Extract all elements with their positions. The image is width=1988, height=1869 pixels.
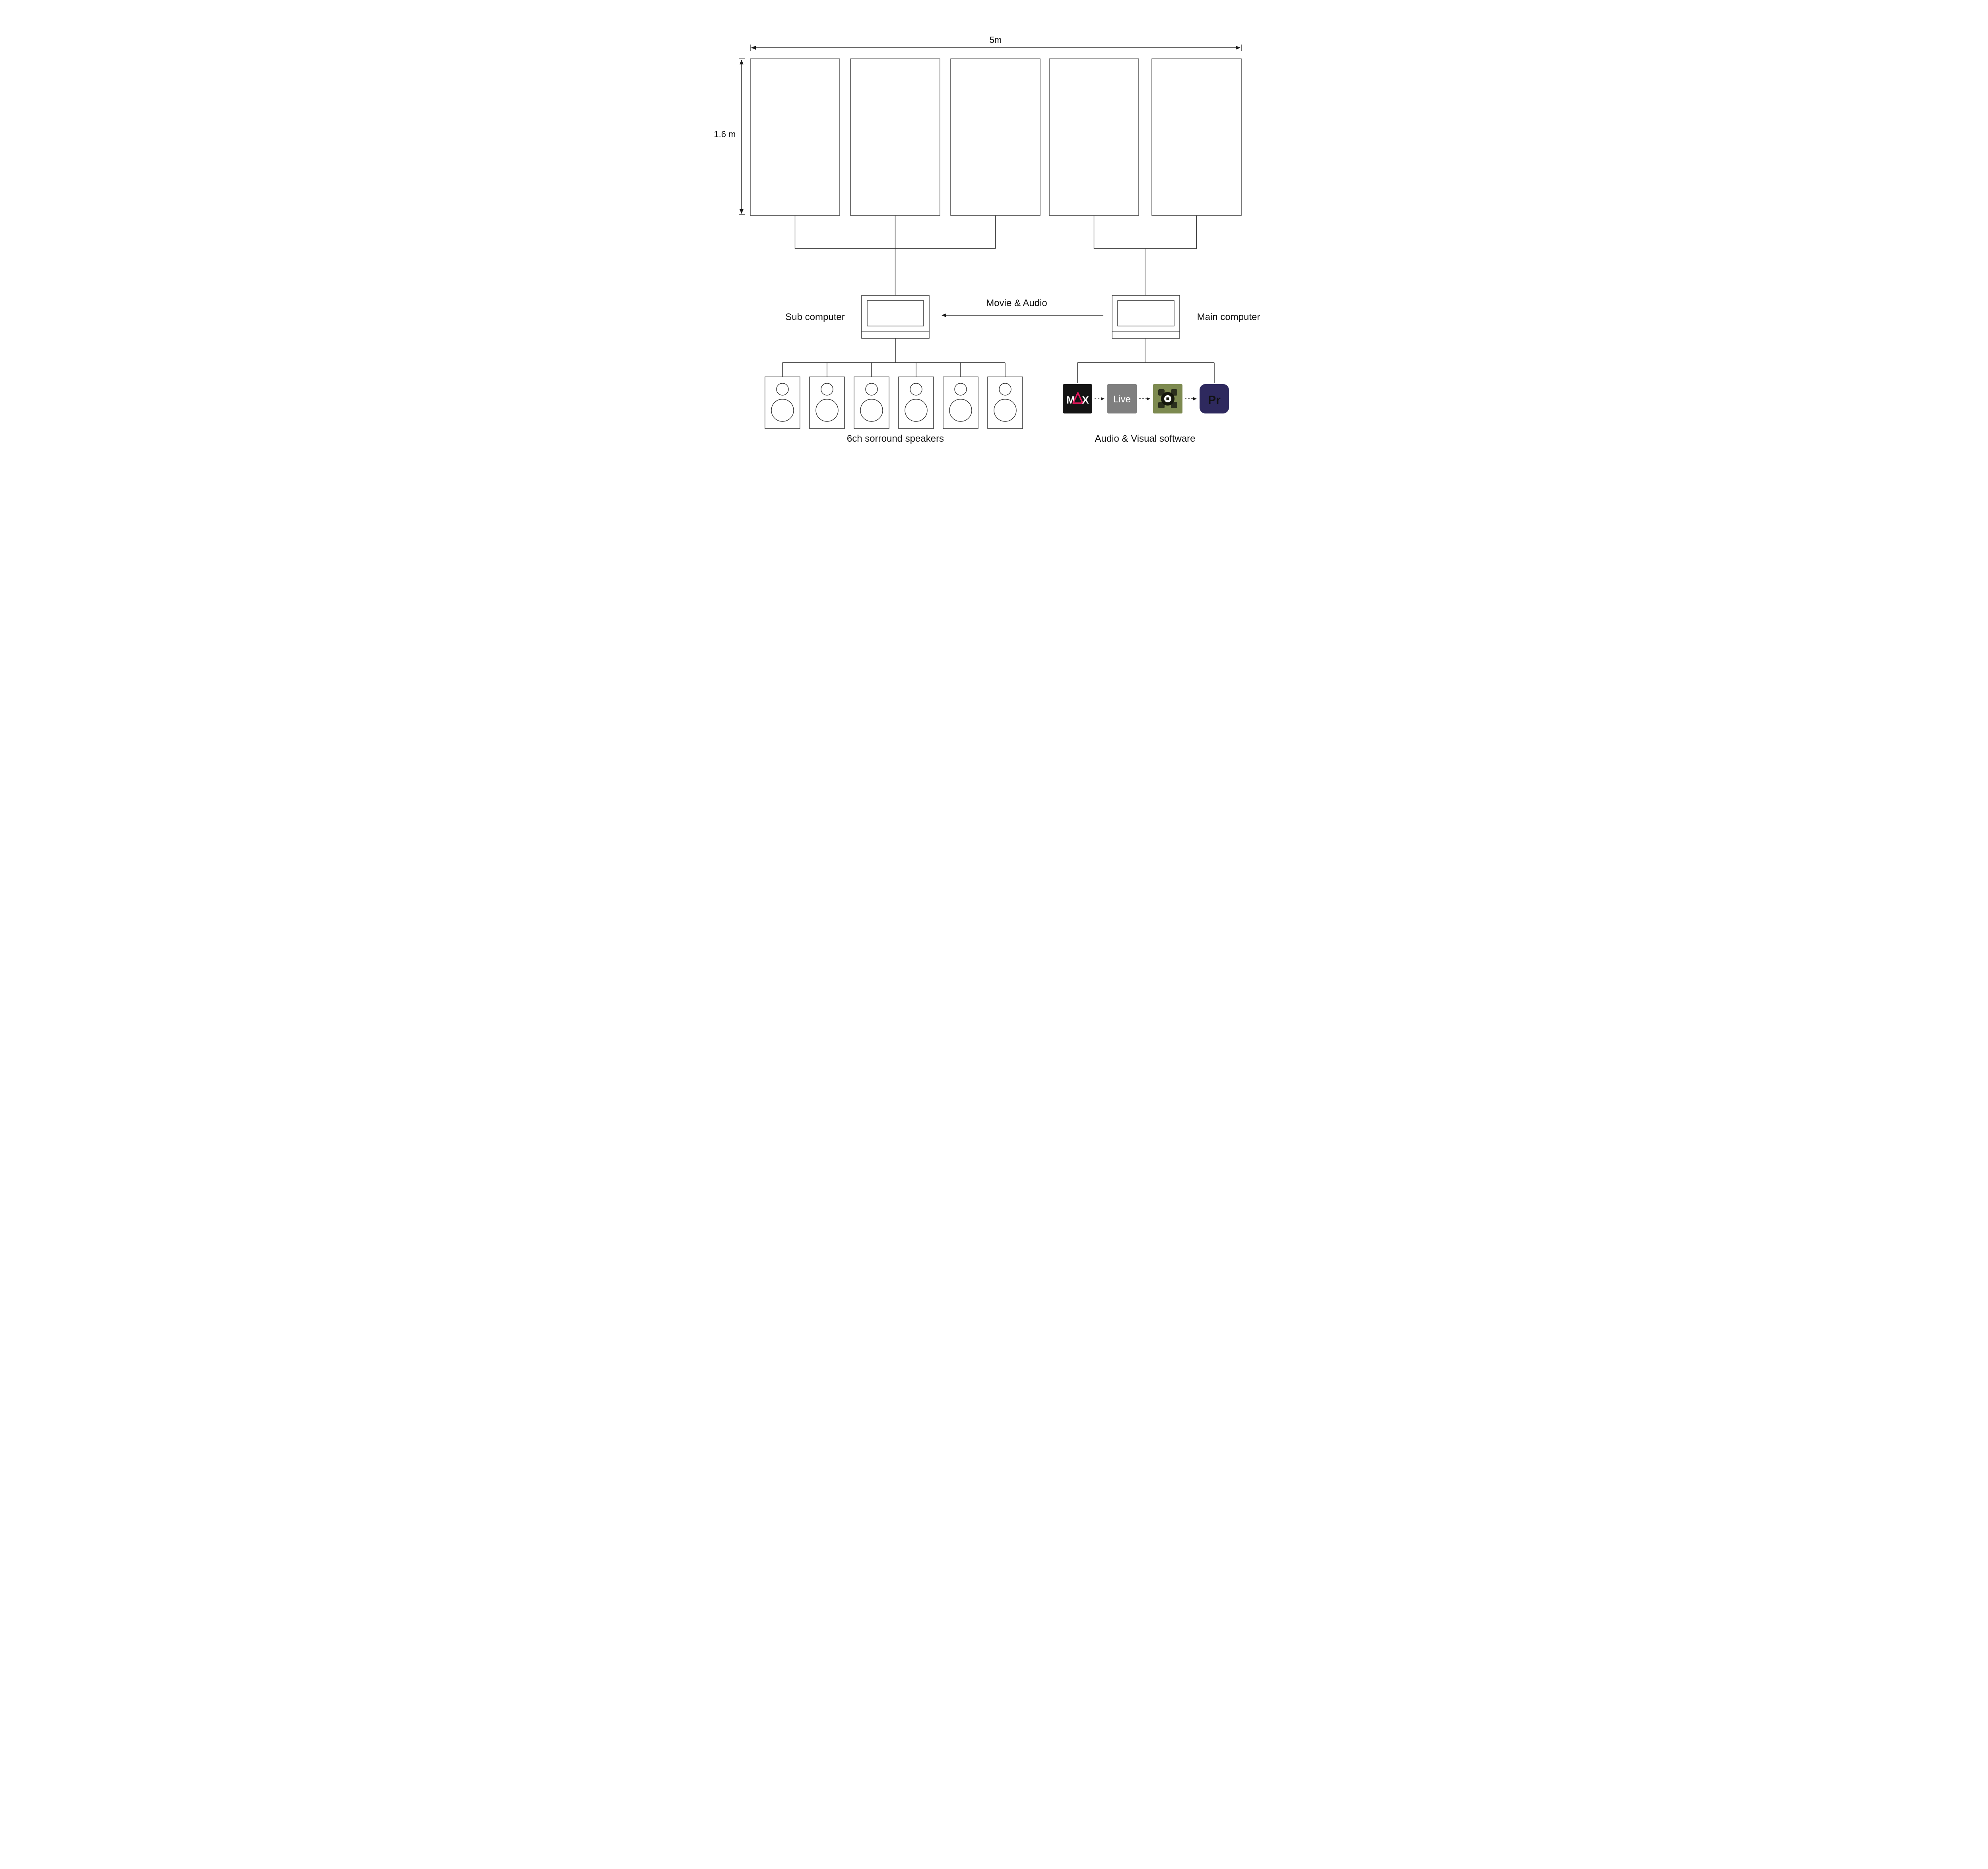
speaker-tweeter xyxy=(865,383,878,396)
width-dimension: 5m xyxy=(749,35,1242,51)
ableton-live-icon: Live xyxy=(1107,384,1137,413)
speaker-woofer xyxy=(771,399,794,422)
speaker-woofer xyxy=(993,399,1017,422)
speaker-woofer xyxy=(904,399,928,422)
sub-computer: Sub computer xyxy=(785,295,930,339)
speakers-caption: 6ch sorround speakers xyxy=(846,433,944,444)
speaker-woofer xyxy=(949,399,972,422)
speaker-icon xyxy=(987,377,1023,429)
main-monitor-screen xyxy=(1117,300,1175,326)
speaker-woofer xyxy=(815,399,839,422)
touchdesigner-emblem-dot xyxy=(1166,397,1169,400)
diagram-page: 5m 1.6 m Sub computer Main computer xyxy=(682,0,1306,467)
max-icon: M X xyxy=(1062,384,1092,413)
speaker-icon xyxy=(764,377,800,429)
main-computer: Main computer xyxy=(1111,295,1260,339)
max-triangle-glyph xyxy=(1072,392,1083,404)
speaker-icon xyxy=(853,377,889,429)
screen-panels xyxy=(749,58,1242,216)
speaker-woofer xyxy=(860,399,883,422)
software-icons: M X Live Pr xyxy=(1062,384,1229,413)
screen-panel-2 xyxy=(850,58,940,216)
max-icon-bg xyxy=(1062,384,1092,413)
live-icon-label: Live xyxy=(1113,394,1130,405)
system-diagram: 5m 1.6 m Sub computer Main computer xyxy=(714,35,1260,444)
speaker-tweeter xyxy=(998,383,1011,396)
premiere-icon-label: Pr xyxy=(1208,394,1221,407)
screen-panel-3 xyxy=(950,58,1041,216)
speaker-connectors xyxy=(782,338,1006,377)
premiere-pro-icon: Pr xyxy=(1199,384,1229,413)
speaker-tweeter xyxy=(909,383,922,396)
software-connectors xyxy=(1077,338,1215,383)
touchdesigner-icon xyxy=(1153,384,1182,413)
screen-panel-1 xyxy=(749,58,840,216)
sub-computer-label: Sub computer xyxy=(785,312,845,322)
main-computer-label: Main computer xyxy=(1197,312,1260,322)
sub-monitor-screen xyxy=(866,300,924,326)
speaker-icon xyxy=(809,377,845,429)
speaker-tweeter xyxy=(820,383,833,396)
speaker-array xyxy=(764,377,1023,429)
premiere-icon-bg xyxy=(1199,384,1229,413)
panel-connectors xyxy=(794,215,1197,295)
speaker-icon xyxy=(942,377,978,429)
screen-panel-5 xyxy=(1151,58,1242,216)
sub-monitor-base xyxy=(861,331,930,339)
max-letter-m: M xyxy=(1066,394,1075,406)
max-letter-x: X xyxy=(1082,394,1089,406)
movie-audio-link: Movie & Audio xyxy=(941,298,1103,317)
speaker-tweeter xyxy=(776,383,789,396)
movie-audio-label: Movie & Audio xyxy=(986,298,1047,309)
right-panels-bus xyxy=(1093,215,1197,249)
width-dimension-label: 5m xyxy=(989,35,1002,45)
software-caption: Audio & Visual software xyxy=(1095,433,1195,444)
live-icon-bg xyxy=(1107,384,1137,413)
main-monitor-base xyxy=(1111,331,1180,339)
height-dimension: 1.6 m xyxy=(714,58,745,215)
speaker-tweeter xyxy=(954,383,967,396)
height-dimension-label: 1.6 m xyxy=(714,129,736,139)
screen-panel-4 xyxy=(1048,58,1139,216)
speaker-icon xyxy=(898,377,934,429)
